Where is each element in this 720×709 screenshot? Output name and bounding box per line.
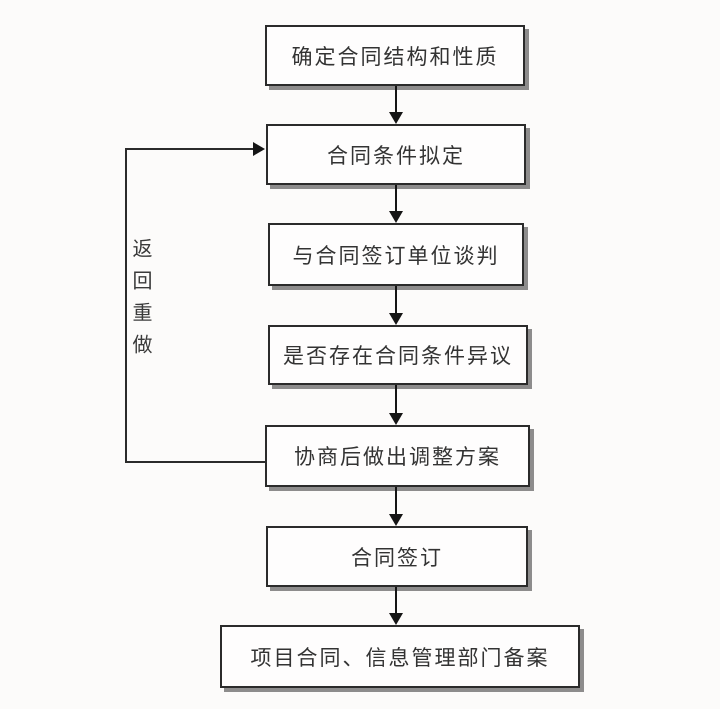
arrowhead-down-icon [389,514,403,526]
arrow-stem [395,185,397,214]
arrow-stem [395,587,397,616]
arrowhead-down-icon [389,413,403,425]
arrow-down-4 [388,385,404,425]
arrow-stem [395,286,397,316]
flow-node-label: 确定合同结构和性质 [291,44,499,69]
loop-line-vertical [125,148,127,463]
flow-node-label: 与合同签订单位谈判 [292,243,500,268]
arrowhead-down-icon [389,112,403,124]
arrow-down-3 [388,286,404,325]
flow-node-label: 合同条件拟定 [327,143,465,168]
loop-line-top [125,148,254,150]
flow-node-draft-conditions: 合同条件拟定 [266,124,526,185]
arrow-down-2 [388,185,404,223]
arrow-down-6 [388,587,404,625]
flow-node-filing: 项目合同、信息管理部门备案 [220,625,580,688]
flow-node-contract-structure: 确定合同结构和性质 [265,25,525,86]
arrow-stem [395,487,397,517]
flow-node-label: 合同签订 [351,545,443,570]
loop-label: 返回重做 [129,238,151,366]
flow-node-label: 是否存在合同条件异议 [283,344,513,368]
flow-node-label: 项目合同、信息管理部门备案 [250,645,550,670]
flow-node-adjustment-plan: 协商后做出调整方案 [265,425,530,487]
arrow-stem [395,385,397,416]
flow-node-label: 协商后做出调整方案 [294,445,501,469]
arrowhead-down-icon [389,613,403,625]
arrowhead-down-icon [389,313,403,325]
arrowhead-right-icon [253,142,265,156]
loop-line-bottom [125,461,265,463]
flow-node-objection-check: 是否存在合同条件异议 [268,325,528,385]
arrow-down-1 [388,86,404,124]
arrow-stem [395,86,397,115]
flow-node-contract-signing: 合同签订 [266,526,528,587]
flow-node-negotiation: 与合同签订单位谈判 [268,223,524,286]
arrow-down-5 [388,487,404,526]
arrowhead-down-icon [389,211,403,223]
